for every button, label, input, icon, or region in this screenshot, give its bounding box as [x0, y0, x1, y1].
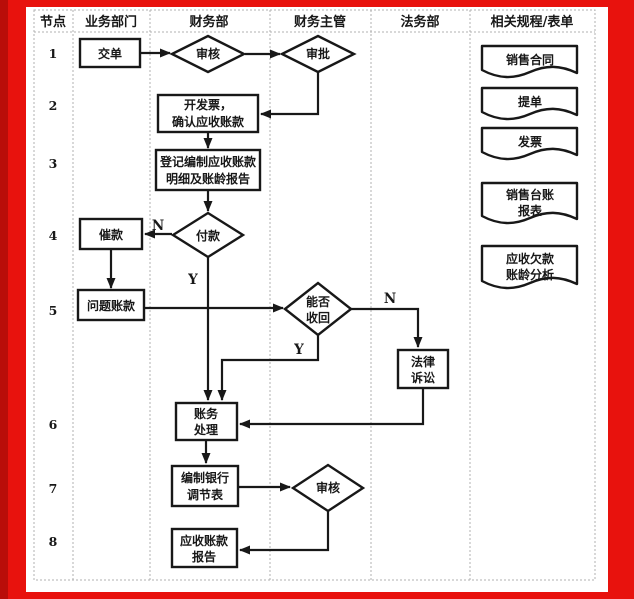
node-number-2: 2 — [49, 98, 58, 113]
node-bank-recon-line2: 调节表 — [187, 487, 224, 502]
node-review1-label: 审核 — [196, 46, 220, 61]
doc-aging-analysis — [480, 244, 579, 290]
doc-sales-contract-label: 销售合同 — [506, 52, 554, 67]
node-number-7: 7 — [49, 481, 58, 496]
node-lawsuit-line2: 诉讼 — [411, 370, 435, 385]
node-invoice — [156, 93, 260, 134]
column-header-business: 业务部门 — [85, 14, 137, 30]
label-payment-yes: Y — [187, 272, 198, 288]
edge-labels: N Y Y N — [152, 218, 396, 358]
doc-bill-of-lading-label: 提单 — [518, 94, 542, 109]
edge-lawsuit-to-accounting — [239, 388, 425, 429]
node-register — [154, 148, 262, 192]
node-lawsuit-line1: 法律 — [411, 354, 435, 369]
node-bank-recon — [170, 464, 240, 508]
red-frame-dark-edge — [0, 0, 8, 599]
node-number-5: 5 — [49, 303, 58, 318]
column-header-forms: 相关规程/表单 — [491, 14, 574, 30]
node-ar-report — [170, 527, 239, 569]
table-grid — [33, 9, 596, 581]
edge-recover-no-to-lawsuit — [351, 307, 423, 348]
node-invoice-line1: 开发票， — [184, 97, 232, 112]
flow-edges — [106, 48, 425, 555]
table-border — [33, 9, 596, 581]
node-collect-label: 催款 — [99, 227, 124, 242]
column-header-finance: 财务部 — [189, 14, 228, 30]
node-number-4: 4 — [49, 228, 58, 243]
node-recoverable-line2: 收回 — [306, 310, 330, 325]
node-accounting — [174, 401, 239, 442]
node-number-8: 8 — [49, 534, 58, 549]
node-accounting-line1: 账务 — [194, 406, 219, 421]
node-number-column: 1 2 3 4 5 6 7 8 — [49, 46, 58, 549]
doc-invoice — [480, 126, 579, 161]
doc-sales-ledger-line2: 报表 — [518, 203, 543, 218]
doc-invoice-label: 发票 — [517, 134, 542, 149]
node-lawsuit — [396, 348, 450, 390]
flow-nodes: 交单 审核 审批 开发票， 确认应收账款 登记编制应收账款 明细及账龄报告 付款… — [76, 34, 450, 569]
node-payment-label: 付款 — [196, 228, 221, 243]
label-payment-no: N — [152, 218, 164, 234]
node-accounting-line2: 处理 — [193, 422, 218, 437]
column-header-supervisor: 财务主管 — [294, 14, 346, 30]
label-recover-yes: Y — [293, 342, 304, 358]
label-recover-no: N — [384, 291, 396, 307]
doc-aging-analysis-line1: 应收欠款 — [506, 251, 555, 266]
edge-review2-to-report — [239, 511, 330, 555]
node-register-line2: 明细及账龄报告 — [166, 171, 250, 186]
node-submit-docs — [78, 37, 142, 69]
node-invoice-line2: 确认应收账款 — [172, 114, 245, 129]
node-approve-label: 审批 — [306, 46, 330, 61]
forms-column: 销售合同 提单 发票 销售台账 报表 应收欠款 账龄分析 — [480, 44, 579, 290]
node-submit-docs-label: 交单 — [98, 46, 122, 61]
doc-sales-ledger-line1: 销售台账 — [506, 187, 554, 202]
doc-sales-ledger — [480, 181, 579, 225]
node-number-6: 6 — [49, 417, 58, 432]
node-ar-report-line2: 报告 — [192, 549, 216, 564]
node-collect — [78, 217, 144, 251]
node-recoverable-diamond — [283, 281, 353, 337]
node-register-line1: 登记编制应收账款 — [159, 154, 257, 169]
node-approve-diamond — [279, 34, 357, 74]
header-row: 节点 业务部门 财务部 财务主管 法务部 相关规程/表单 — [40, 14, 573, 30]
doc-aging-analysis-line2: 账龄分析 — [506, 267, 554, 282]
doc-sales-contract — [480, 44, 579, 79]
column-header-node: 节点 — [40, 14, 66, 30]
node-ar-report-line1: 应收账款 — [180, 533, 229, 548]
doc-bill-of-lading — [480, 86, 579, 121]
edge-approve-to-invoice — [260, 72, 320, 119]
node-number-1: 1 — [49, 46, 58, 61]
node-review2-label: 审核 — [316, 480, 340, 495]
node-review2-diamond — [290, 463, 366, 513]
node-problem — [76, 288, 146, 322]
node-recoverable-line1: 能否 — [306, 294, 330, 309]
edge-recover-yes-to-accounting — [217, 335, 320, 401]
node-bank-recon-line1: 编制银行 — [180, 470, 229, 485]
node-problem-label: 问题账款 — [87, 298, 136, 313]
node-number-3: 3 — [49, 156, 58, 171]
node-payment-diamond — [170, 211, 246, 259]
column-header-legal: 法务部 — [400, 14, 439, 30]
node-review1-diamond — [169, 34, 247, 74]
